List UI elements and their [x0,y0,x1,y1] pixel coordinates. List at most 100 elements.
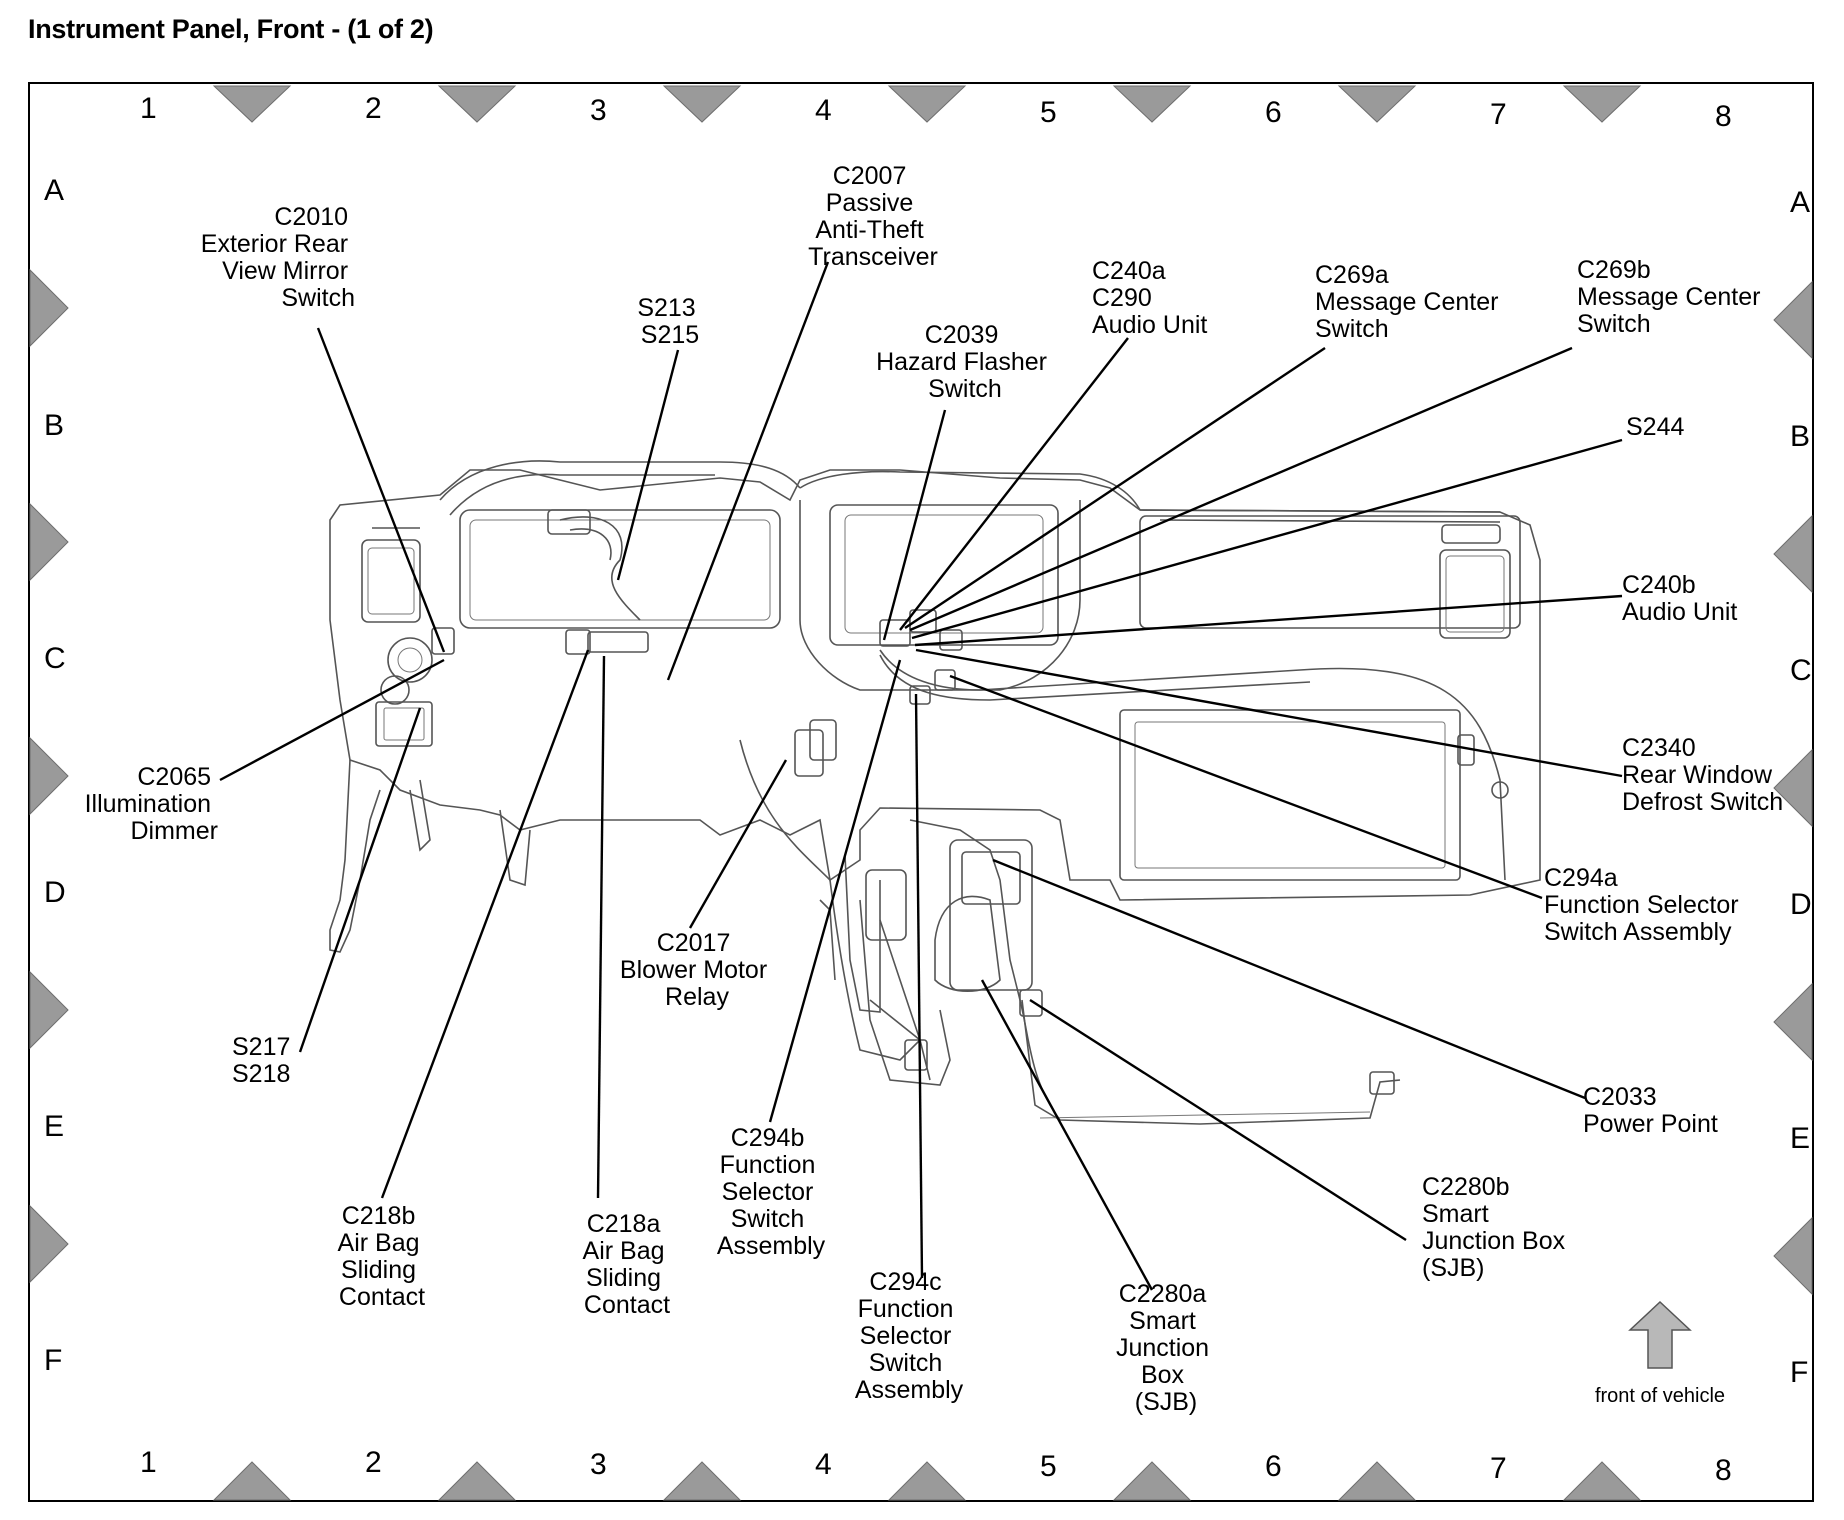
label-s217: S217 S218 [232,1033,297,1088]
label-c2280b: C2280b Smart Junction Box (SJB) [1422,1173,1572,1282]
grid-markers [29,85,1813,1501]
up-arrow-icon [1628,1300,1692,1369]
col-label-top-3: 3 [590,94,607,127]
grid-marker-top-1 [212,85,292,123]
leader-c240b [914,594,1623,647]
col-label-top-8: 8 [1715,100,1732,133]
component-labels: C2010 Exterior Rear View Mirror Switch C… [85,162,1784,1416]
grid-marker-right-3 [1773,748,1813,828]
leader-lines [219,261,1623,1291]
front-of-vehicle-indicator: front of vehicle [1595,1300,1725,1407]
label-c294b: C294b Function Selector Switch Assembly [717,1124,826,1260]
col-label-bottom-2: 2 [365,1446,382,1479]
grid-marker-bottom-6 [1337,1461,1417,1501]
leader-c240a [899,337,1129,631]
grid-marker-bottom-4 [887,1461,967,1501]
row-label-left-b: B [44,409,64,442]
leader-c218a [596,655,606,1199]
grid-marker-top-3 [662,85,742,123]
leader-c294a [949,674,1543,900]
col-label-top-4: 4 [815,94,832,127]
leader-s213 [616,349,680,581]
leader-c294c [914,693,924,1279]
grid-marker-right-5 [1773,1216,1813,1296]
label-c294a: C294a Function Selector Switch Assembly [1544,864,1746,946]
col-label-top-1: 1 [140,92,157,125]
label-s213: S213 S215 [637,294,702,349]
label-c2280a: C2280a Smart Junction Box (SJB) [1116,1280,1216,1416]
col-label-top-7: 7 [1490,98,1507,131]
leader-c2039 [882,409,947,641]
grid-marker-bottom-1 [212,1461,292,1501]
grid-marker-left-5 [29,1204,69,1284]
label-c2065: C2065 Illumination Dimmer [85,763,218,845]
label-c218b: C218b Air Bag Sliding Contact [338,1202,427,1311]
row-label-right-c: C [1790,654,1812,687]
grid-marker-top-2 [437,85,517,123]
leader-c294b [768,659,902,1123]
row-label-left-c: C [44,642,66,675]
label-c2010: C2010 Exterior Rear View Mirror Switch [201,203,355,312]
grid-marker-right-1 [1773,280,1813,360]
row-label-right-d: D [1790,888,1812,921]
diagram-frame [28,82,1814,1502]
leader-c2280b [1029,998,1407,1242]
grid-marker-left-1 [29,268,69,348]
page-title: Instrument Panel, Front - (1 of 2) [28,14,434,44]
col-label-bottom-6: 6 [1265,1450,1282,1483]
front-of-vehicle-label: front of vehicle [1595,1385,1725,1407]
leader-c2007 [666,261,830,681]
leader-c2340 [915,648,1623,778]
label-c240a: C240a C290 Audio Unit [1092,257,1207,339]
label-c269b: C269b Message Center Switch [1577,256,1767,338]
leader-c2033 [992,858,1586,1100]
grid-marker-bottom-5 [1112,1461,1192,1501]
row-label-left-e: E [44,1110,64,1143]
leader-s217 [298,707,422,1053]
label-c2039: C2039 Hazard Flasher Switch [876,321,1054,403]
col-label-top-5: 5 [1040,96,1057,129]
leader-s244 [911,438,1623,640]
grid-marker-bottom-3 [662,1461,742,1501]
grid-marker-top-5 [1112,85,1192,123]
grid-labels: 1 2 3 4 5 6 7 8 1 2 3 4 5 6 7 8 A B C D … [44,92,1812,1487]
row-label-right-b: B [1790,420,1810,453]
label-c218a: C218a Air Bag Sliding Contact [583,1210,672,1319]
grid-marker-top-4 [887,85,967,123]
grid-marker-left-2 [29,502,69,582]
grid-marker-top-6 [1337,85,1417,123]
col-label-bottom-3: 3 [590,1448,607,1481]
col-label-bottom-7: 7 [1490,1452,1507,1485]
leader-c269a [904,347,1326,629]
col-label-top-2: 2 [365,92,382,125]
col-label-top-6: 6 [1265,96,1282,129]
leader-c2017 [688,759,788,929]
leader-c2065 [219,658,445,782]
label-c2017: C2017 Blower Motor Relay [620,929,774,1011]
row-label-right-e: E [1790,1122,1810,1155]
leader-c218b [380,649,590,1199]
label-c2340: C2340 Rear Window Defrost Switch [1622,734,1783,816]
instrument-panel-illustration [329,460,1541,1125]
col-label-bottom-5: 5 [1040,1450,1057,1483]
label-c2007: C2007 Passive Anti-Theft Transceiver [808,162,938,271]
grid-marker-right-2 [1773,514,1813,594]
label-s244: S244 [1626,413,1684,441]
col-label-bottom-1: 1 [140,1446,157,1479]
row-label-right-a: A [1790,186,1810,219]
leader-c2280a [980,979,1154,1291]
grid-marker-bottom-7 [1562,1461,1642,1501]
leader-c2010 [316,327,446,653]
leader-c269b [909,346,1573,632]
label-c240b: C240b Audio Unit [1622,571,1737,626]
row-label-right-f: F [1790,1356,1808,1389]
grid-marker-left-4 [29,970,69,1050]
col-label-bottom-4: 4 [815,1448,832,1481]
grid-marker-right-4 [1773,982,1813,1062]
label-c269a: C269a Message Center Switch [1315,261,1505,343]
grid-marker-top-7 [1562,85,1642,123]
label-c294c: C294c Function Selector Switch Assembly [855,1268,964,1404]
grid-marker-bottom-2 [437,1461,517,1501]
label-c2033: C2033 Power Point [1583,1083,1718,1138]
